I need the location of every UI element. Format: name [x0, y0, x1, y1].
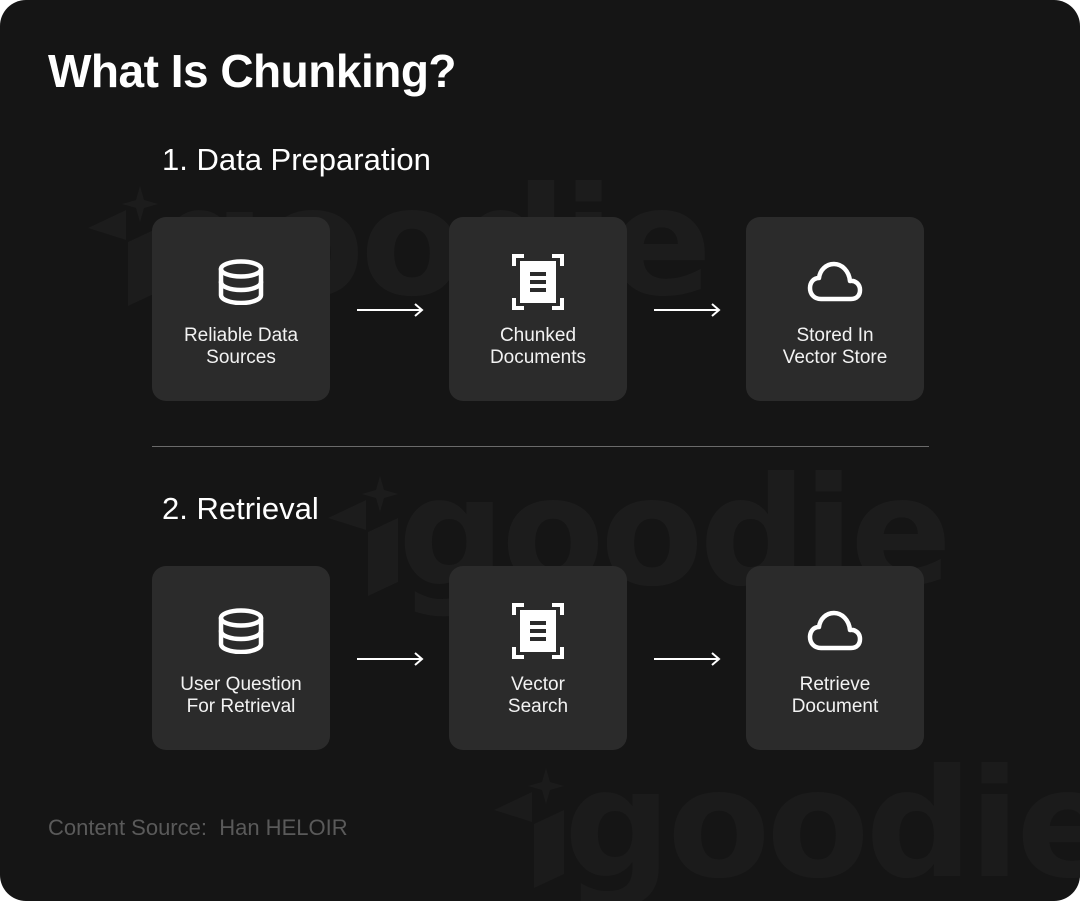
arrow-right-icon	[357, 652, 424, 666]
flow-row-data-preparation: Reliable Data Sources	[152, 217, 924, 401]
cloud-icon	[807, 255, 863, 309]
step-label: Vector Search	[507, 674, 569, 717]
section-heading-data-preparation: 1. Data Preparation	[162, 142, 431, 177]
page-title: What Is Chunking?	[48, 45, 457, 97]
goodie-watermark-bottom: goodie	[494, 750, 1080, 900]
arrow-right-icon	[357, 303, 424, 317]
goodie-logo-icon	[88, 186, 158, 306]
database-icon	[213, 255, 269, 309]
step-label: Chunked Documents	[489, 325, 587, 368]
step-card-vector-search: Vector Search	[449, 566, 627, 750]
content-source-credit: Content Source: Han HELOIR	[48, 815, 348, 840]
flow-row-retrieval: User Question For Retrieval	[152, 566, 924, 750]
step-card-stored-in-vector-store: Stored In Vector Store	[746, 217, 924, 401]
database-icon	[213, 604, 269, 658]
step-label: Reliable Data Sources	[183, 325, 299, 368]
arrow-right-icon	[654, 303, 721, 317]
section-divider	[152, 446, 929, 447]
document-scan-icon	[510, 254, 566, 310]
cloud-icon	[807, 604, 863, 658]
step-label: Stored In Vector Store	[782, 325, 888, 368]
step-card-reliable-data-sources: Reliable Data Sources	[152, 217, 330, 401]
step-label: User Question For Retrieval	[180, 674, 302, 717]
step-card-chunked-documents: Chunked Documents	[449, 217, 627, 401]
section-heading-retrieval: 2. Retrieval	[162, 491, 319, 526]
step-label: Retrieve Document	[791, 674, 879, 717]
goodie-logo-icon	[494, 768, 564, 888]
arrow-right-icon	[654, 652, 721, 666]
step-card-retrieve-document: Retrieve Document	[746, 566, 924, 750]
step-card-user-question: User Question For Retrieval	[152, 566, 330, 750]
watermark-text: goodie	[564, 738, 1080, 901]
document-scan-icon	[510, 603, 566, 659]
